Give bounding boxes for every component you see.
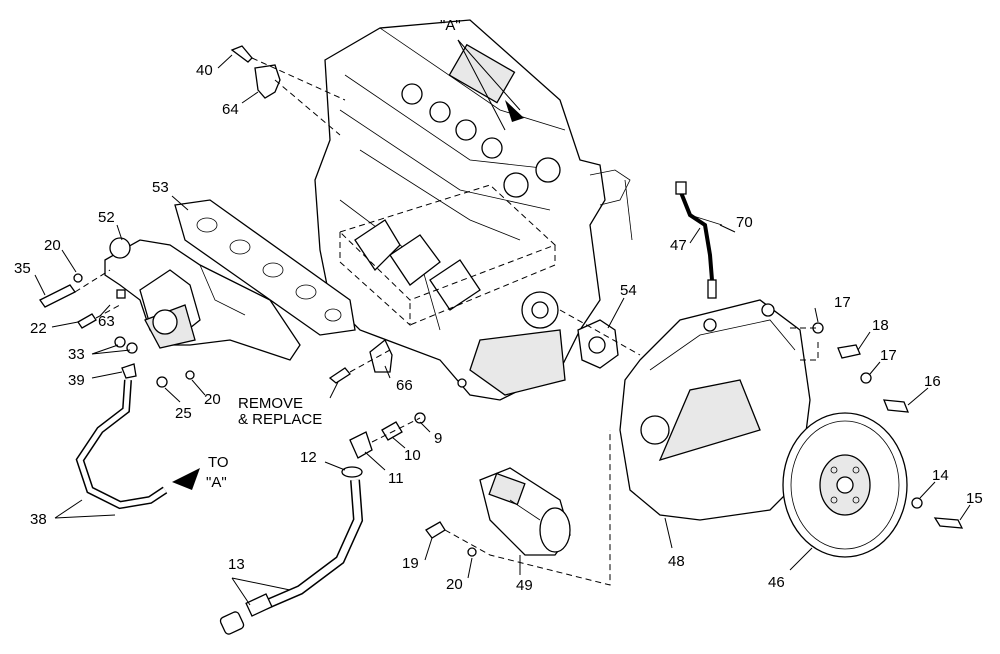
bolt-18	[837, 344, 861, 359]
note-view-a: "A"	[440, 17, 461, 34]
callout-70: 70	[736, 214, 753, 231]
callout-25: 25	[175, 405, 192, 422]
washer-20c	[467, 547, 477, 557]
callout-46: 46	[768, 574, 785, 591]
callout-54: 54	[620, 282, 637, 299]
callout-47: 47	[670, 237, 687, 254]
washer-14	[911, 497, 923, 509]
callout-64: 64	[222, 101, 239, 118]
bolt-remove	[328, 367, 351, 384]
flywheel-housing	[619, 299, 811, 521]
bolt-40	[230, 45, 253, 63]
callout-14: 14	[932, 467, 949, 484]
callout-16: 16	[924, 373, 941, 390]
callout-53: 53	[152, 179, 169, 196]
fitting-33a	[114, 336, 126, 348]
callout-22: 22	[30, 320, 47, 337]
callout-52: 52	[98, 209, 115, 226]
callout-10: 10	[404, 447, 421, 464]
callout-11: 11	[388, 470, 404, 487]
flywheel	[782, 412, 908, 558]
callout-20c: 20	[446, 576, 463, 593]
callout-17a: 17	[834, 294, 851, 311]
callout-38: 38	[30, 511, 47, 528]
plug-63	[116, 289, 126, 299]
callout-19: 19	[402, 555, 419, 572]
leader-lines	[34, 54, 971, 606]
callout-35: 35	[14, 260, 31, 277]
callout-66: 66	[396, 377, 413, 394]
callout-39: 39	[68, 372, 85, 389]
bracket-64	[254, 64, 281, 99]
callout-49: 49	[516, 577, 533, 594]
callout-48: 48	[668, 553, 685, 570]
washer-20b	[185, 370, 195, 380]
callout-33: 33	[68, 346, 85, 363]
starter-motor	[479, 467, 571, 556]
callout-40: 40	[196, 62, 213, 79]
sensor-harness	[675, 181, 723, 299]
sensor-22	[77, 313, 97, 329]
elbow-39	[121, 363, 137, 379]
washer-20	[73, 273, 83, 283]
bolt-35	[39, 284, 76, 308]
adapter-10	[381, 421, 403, 441]
note-remove-line2: & REPLACE	[238, 411, 322, 428]
elbow-11	[349, 431, 373, 459]
adapter-plate-54	[577, 319, 619, 369]
bolt-15	[933, 517, 964, 529]
callout-13: 13	[228, 556, 245, 573]
arrow-to-a	[172, 468, 200, 490]
clamp-12	[341, 466, 363, 478]
callout-12: 12	[300, 449, 317, 466]
callout-17b: 17	[880, 347, 897, 364]
callout-20a: 20	[44, 237, 61, 254]
callout-63: 63	[98, 313, 115, 330]
bolt-19	[425, 521, 446, 539]
bracket-66	[369, 338, 393, 373]
washer-17b	[860, 372, 872, 384]
callout-9: 9	[434, 430, 442, 447]
callout-20b: 20	[204, 391, 221, 408]
nut-25	[156, 376, 168, 388]
callout-18: 18	[872, 317, 889, 334]
manifold-gasket	[174, 199, 356, 336]
callout-15: 15	[966, 490, 983, 507]
fitting-33b	[126, 342, 138, 354]
note-to-a-line1: TO	[208, 454, 229, 471]
note-remove-line1: REMOVE	[238, 395, 303, 412]
exhaust-manifold	[104, 237, 301, 361]
note-to-a-line2: "A"	[206, 474, 227, 491]
bolt-16	[882, 399, 910, 413]
